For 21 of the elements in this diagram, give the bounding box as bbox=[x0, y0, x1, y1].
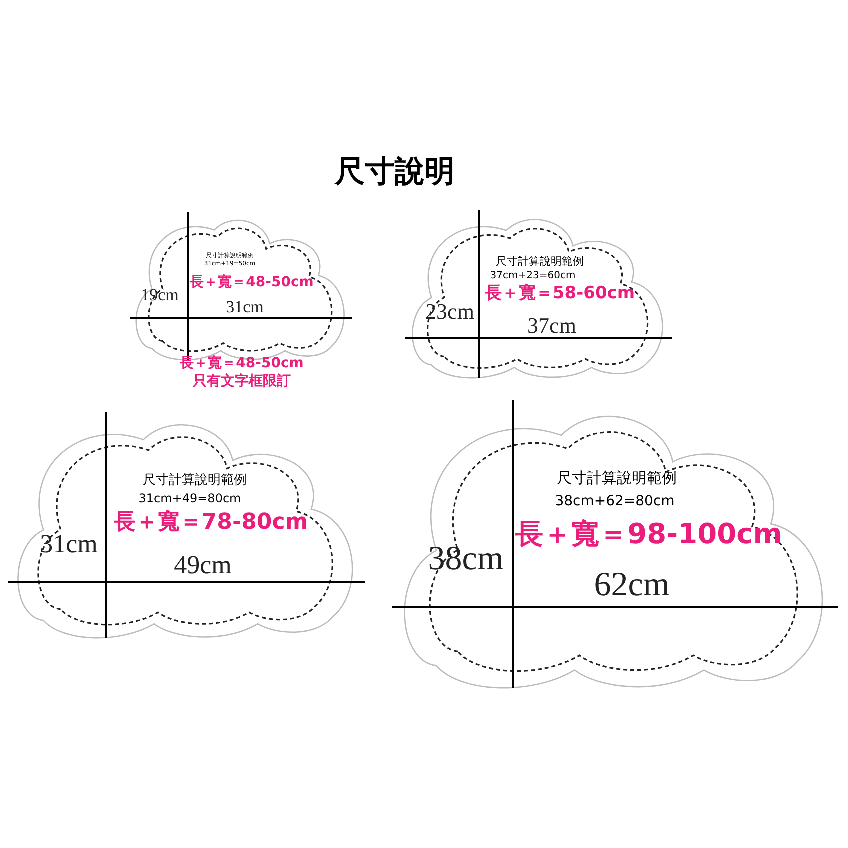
size-range-text: 長＋寬＝78-80cm bbox=[114, 510, 308, 536]
heading-text: 尺寸計算說明範例 bbox=[143, 474, 247, 488]
dimension-label: 31cm bbox=[226, 298, 264, 318]
dimension-label: 19cm bbox=[141, 286, 179, 306]
dimension-label: 49cm bbox=[174, 552, 232, 580]
dimension-label: 31cm bbox=[40, 530, 98, 560]
dimension-label: 23cm bbox=[426, 300, 474, 324]
note-text: 只有文字框限訂 bbox=[193, 374, 291, 390]
note-text: 長＋寬＝48-50cm bbox=[180, 356, 304, 372]
dimension-label: 62cm bbox=[594, 566, 670, 604]
formula-text: 38cm+62=80cm bbox=[555, 494, 675, 510]
dimension-label: 37cm bbox=[528, 314, 576, 338]
size-range-text: 長＋寬＝98-100cm bbox=[516, 520, 782, 550]
size-range-text: 長＋寬＝48-50cm bbox=[190, 275, 314, 291]
formula-text: 37cm+23=60cm bbox=[490, 270, 576, 282]
formula-text: 31cm+49=80cm bbox=[138, 492, 242, 506]
dimension-label: 38cm bbox=[428, 540, 504, 578]
heading-text: 尺寸計算說明範例 bbox=[496, 256, 584, 268]
heading-text: 尺寸計算說明範例 bbox=[557, 470, 677, 486]
size-range-text: 長＋寬＝58-60cm bbox=[484, 284, 636, 304]
title: 尺寸說明 bbox=[335, 156, 455, 188]
